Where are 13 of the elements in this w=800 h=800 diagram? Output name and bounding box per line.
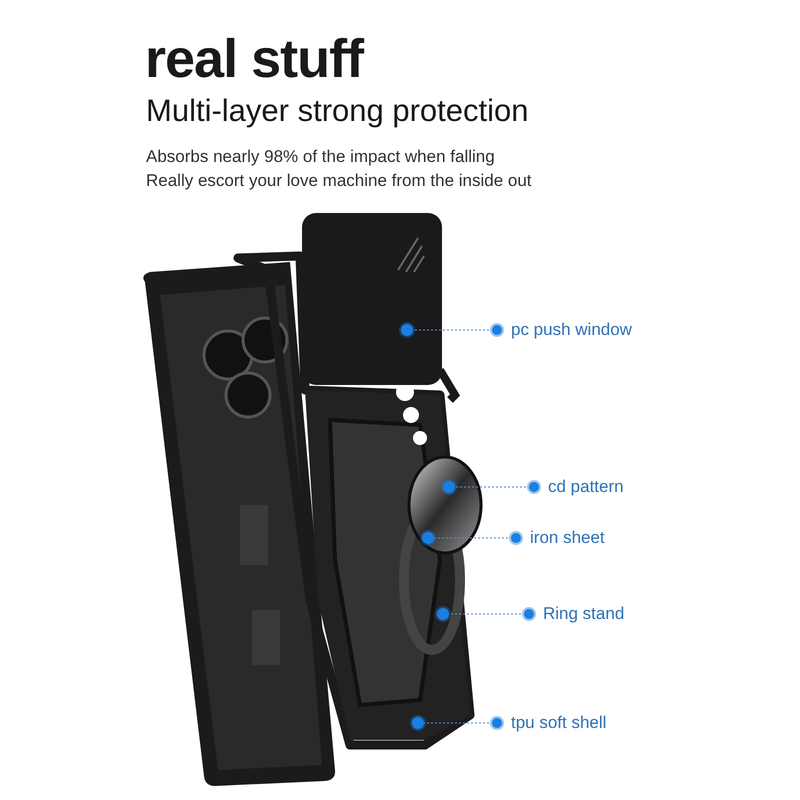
description-text: Really escort your love machine from the inside out bbox=[146, 170, 532, 192]
callout-label: tpu soft shell bbox=[497, 712, 606, 734]
callout-label: pc push window bbox=[497, 319, 632, 341]
callout-label: Ring stand bbox=[529, 603, 624, 625]
title: real stuff bbox=[145, 28, 364, 90]
leader-line bbox=[434, 531, 523, 545]
subtitle: Multi-layer strong protection bbox=[146, 92, 528, 130]
description-text: Absorbs nearly 98% of the impact when falling bbox=[146, 146, 495, 168]
leader-line bbox=[412, 323, 504, 337]
leader-line bbox=[448, 607, 536, 621]
callout-label: iron sheet bbox=[516, 527, 605, 549]
leader-line bbox=[454, 480, 541, 494]
callout-label: cd pattern bbox=[534, 476, 624, 498]
